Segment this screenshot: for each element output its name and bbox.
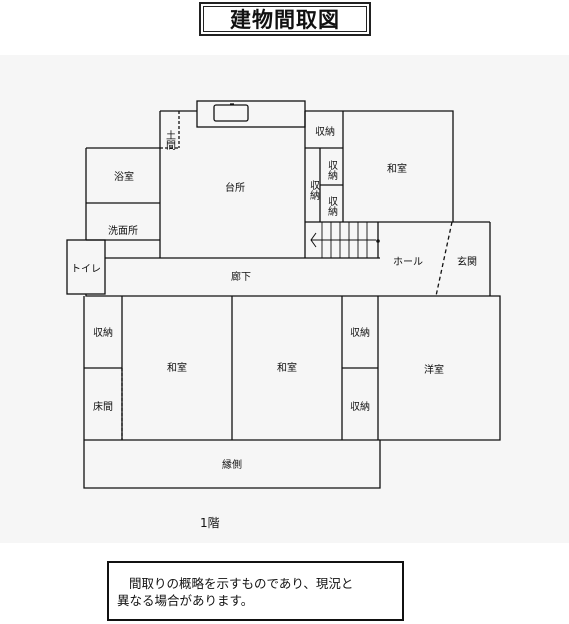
room-washitsu-ne-label: 和室: [387, 162, 407, 175]
room-tokonoma-label: 床間: [93, 400, 113, 413]
room-kitchen-label: 台所: [225, 181, 245, 194]
room-storage-top-label: 収納: [315, 125, 335, 138]
room-toilet-label: トイレ: [71, 264, 101, 275]
disclaimer-line-2: 異なる場合があります。: [117, 593, 254, 608]
sink: [213, 104, 249, 122]
plan-background: [0, 55, 569, 543]
wall-top-left: [86, 111, 161, 149]
room-storage-mid-label: 収納: [326, 160, 338, 181]
room-entrance-label: 玄関: [457, 255, 477, 268]
room-storage-w-label: 収納: [93, 326, 113, 339]
kitchen-counter: [196, 100, 306, 128]
room-corridor-label: 廊下: [231, 270, 251, 283]
room-bath-label: 浴室: [114, 170, 134, 183]
room-storage-low-label: 収納: [326, 196, 338, 217]
room-washroom-label: 洗面所: [108, 225, 138, 237]
disclaimer-line-1: 間取りの概略を示すものであり、現況と: [129, 576, 354, 591]
room-storage-c2-label: 収納: [350, 400, 370, 413]
room-engawa-label: 縁側: [222, 458, 242, 471]
room-washitsu-w-label: 和室: [167, 361, 187, 374]
room-doma-label: 土間: [164, 129, 176, 151]
room-washitsu-c-label: 和室: [277, 361, 297, 374]
room-storage-c1-label: 収納: [350, 326, 370, 339]
disclaimer-box: 間取りの概略を示すものであり、現況と 異なる場合があります。: [107, 561, 404, 621]
room-storage-left-label: 収納: [308, 180, 320, 201]
title-box: 建物間取図: [199, 2, 371, 36]
floor-label: 1階: [200, 516, 220, 530]
room-yoshitsu-label: 洋室: [424, 363, 444, 376]
page-title: 建物間取図: [230, 8, 340, 32]
room-hall-label: ホール: [393, 256, 423, 268]
